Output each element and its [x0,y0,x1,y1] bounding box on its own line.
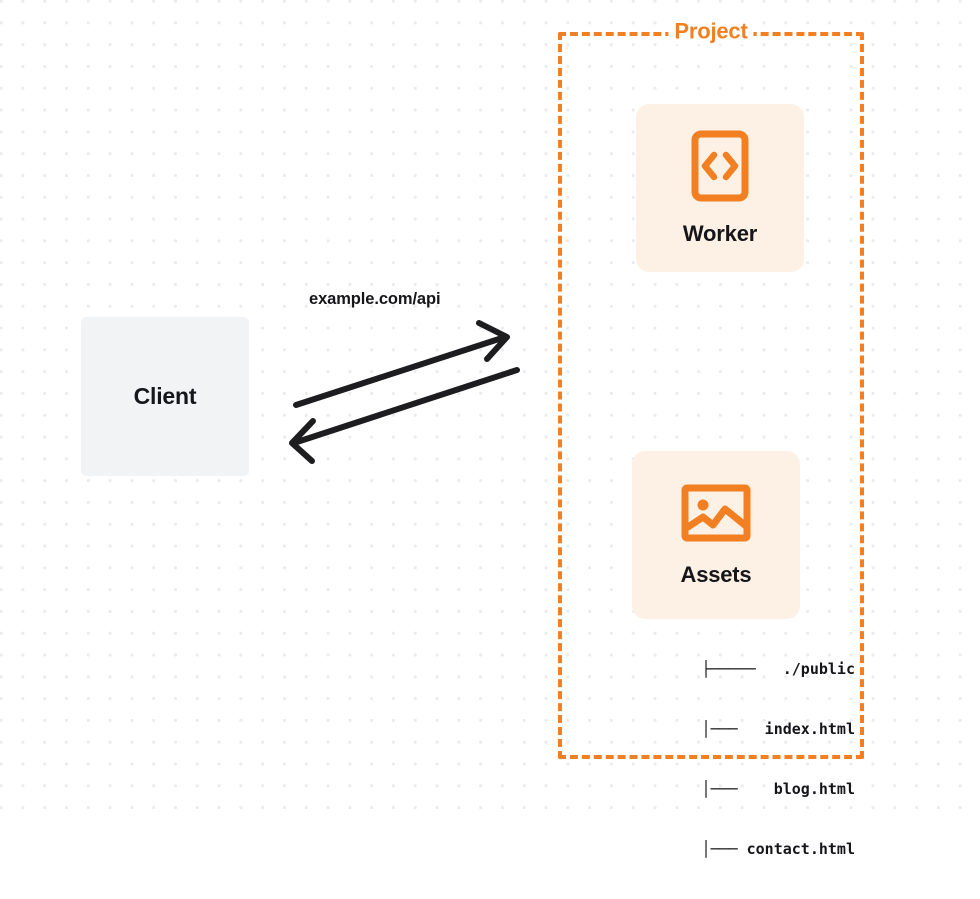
response-arrow [289,367,520,464]
code-brackets-icon [691,130,749,207]
client-node[interactable]: Client [81,317,249,476]
assets-label: Assets [680,561,752,587]
file-tree-row: ├───── ./public [701,660,855,678]
client-label: Client [133,383,197,409]
image-icon [681,483,751,548]
project-title: Project [668,18,754,45]
request-arrow [293,320,510,408]
worker-card[interactable]: Worker [636,104,804,272]
diagram-canvas: Client example.com/api Project [0,0,980,858]
connector-label: example.com/api [309,290,441,308]
file-tree-row: │─── blog.html [674,780,855,798]
file-tree-row: │─── contact.html [674,840,855,858]
worker-label: Worker [682,220,758,246]
assets-card[interactable]: Assets [632,451,800,619]
assets-file-tree: ├───── ./public │─── index.html │─── blo… [610,619,855,899]
project-container: Project Worker Assets [558,18,864,858]
file-tree-row: │─── index.html [674,720,855,738]
